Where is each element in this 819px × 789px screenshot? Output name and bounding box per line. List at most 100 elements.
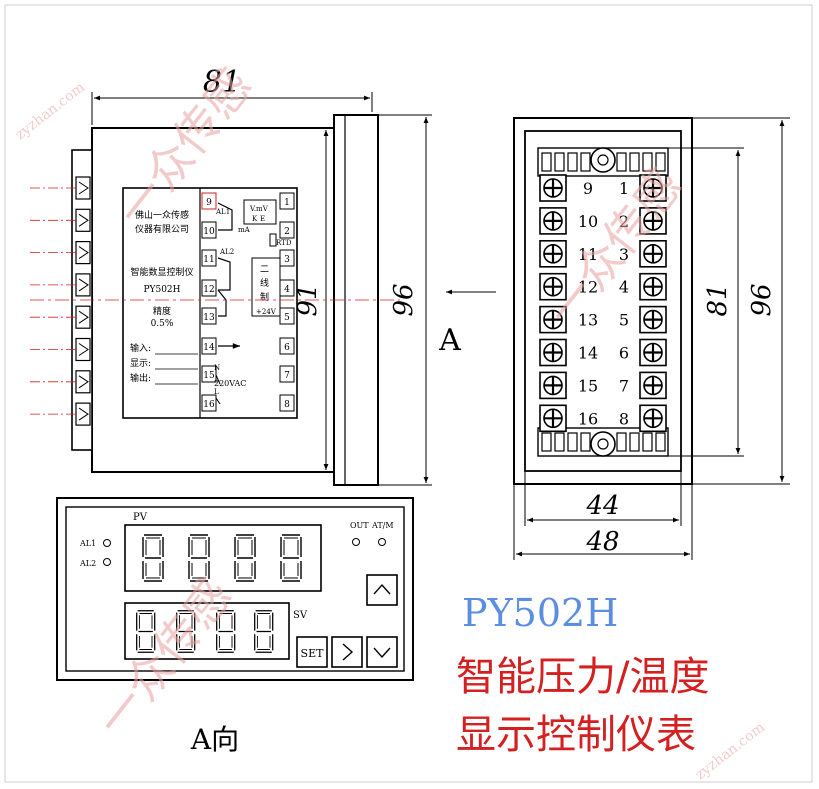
label-terminal-number: 12 bbox=[203, 285, 214, 295]
rtd-label: RTD bbox=[276, 239, 292, 247]
rear-width-dim-inner: 44 bbox=[585, 491, 619, 521]
title-line-1: 智能压力/温度 bbox=[456, 654, 709, 700]
al1-led bbox=[103, 539, 111, 547]
up-button[interactable] bbox=[366, 574, 398, 606]
front-view-caption: A向 bbox=[190, 723, 239, 756]
set-button-label: SET bbox=[301, 647, 325, 660]
rear-terminal-screw bbox=[538, 239, 568, 268]
view-arrow-label: A bbox=[438, 323, 461, 358]
label-terminal-box bbox=[279, 394, 295, 412]
chevron-up-icon bbox=[373, 583, 391, 595]
rear-terminal-number: 8 bbox=[619, 409, 629, 428]
label-terminal-number: 9 bbox=[206, 198, 212, 208]
label-terminal-number: 1 bbox=[284, 198, 290, 208]
rear-height-dim-inner: 81 bbox=[703, 283, 733, 316]
rear-terminal-number: 7 bbox=[619, 376, 629, 395]
rear-terminal-number: 11 bbox=[578, 245, 598, 264]
rear-terminal-number: 16 bbox=[578, 409, 598, 428]
rear-terminal-screw bbox=[538, 206, 568, 235]
label-terminal-box bbox=[279, 365, 295, 383]
label-terminal-number: 15 bbox=[203, 371, 215, 381]
rear-terminal-number: 14 bbox=[578, 344, 598, 363]
supply-l-label: L bbox=[214, 388, 219, 396]
atm-led bbox=[378, 538, 386, 546]
al2-indicator-label: AL2 bbox=[79, 559, 96, 568]
label-terminal-number: 16 bbox=[203, 400, 215, 410]
label-terminal-number: 14 bbox=[203, 343, 215, 353]
rear-terminal-number: 12 bbox=[578, 278, 598, 297]
side-width-dim: 81 bbox=[203, 65, 241, 100]
rear-terminal-screw bbox=[638, 272, 668, 301]
al2-wire-label: AL2 bbox=[219, 248, 234, 256]
label-terminal-box bbox=[201, 249, 217, 267]
al1-indicator-label: AL1 bbox=[79, 539, 96, 548]
supply-voltage-label: 220VAC bbox=[214, 379, 246, 388]
al2-led bbox=[103, 558, 111, 566]
label-terminal-number: 10 bbox=[203, 227, 215, 237]
down-button[interactable] bbox=[366, 636, 398, 668]
rear-terminal-number: 3 bbox=[619, 245, 629, 264]
watermark-url-1: zyzhan.com bbox=[13, 79, 88, 143]
rear-terminal-number: 4 bbox=[619, 278, 629, 297]
label-accuracy: 精度 bbox=[153, 305, 171, 317]
label-terminal-number: 5 bbox=[284, 313, 290, 323]
rear-terminal-screw bbox=[538, 338, 568, 367]
vmv-label: V.mV bbox=[249, 205, 269, 213]
supply-n-label: N bbox=[214, 364, 220, 372]
label-terminal-box bbox=[279, 221, 295, 239]
rear-terminal-number: 9 bbox=[583, 179, 593, 198]
rear-terminal-number: 1 bbox=[619, 179, 629, 198]
rear-terminal-number: 13 bbox=[578, 311, 598, 330]
out-indicator-label: OUT bbox=[350, 521, 369, 530]
ma-label: mA bbox=[238, 226, 251, 234]
pv-label: PV bbox=[133, 512, 148, 523]
set-button[interactable]: SET bbox=[296, 636, 328, 668]
rear-terminal-number: 2 bbox=[619, 212, 629, 231]
label-terminal-box bbox=[201, 365, 217, 383]
rear-terminal-screw bbox=[538, 371, 568, 400]
label-terminal-box bbox=[201, 192, 217, 210]
label-model-cn: 智能数显控制仪 bbox=[130, 266, 193, 278]
rear-terminal-screw bbox=[638, 305, 668, 334]
thermo-e-label: E bbox=[260, 215, 265, 223]
rear-terminal-screw bbox=[538, 404, 568, 433]
label-terminal-number: 3 bbox=[284, 255, 290, 265]
title-model: PY502H bbox=[462, 591, 618, 635]
chevron-right-icon bbox=[342, 643, 354, 661]
watermark-url-2: zyzhan.com bbox=[693, 719, 768, 783]
label-terminal-number: 4 bbox=[284, 285, 290, 295]
title-line-2: 显示控制仪表 bbox=[456, 712, 696, 758]
rear-terminal-number: 6 bbox=[619, 344, 629, 363]
label-terminal-number: 2 bbox=[284, 227, 290, 237]
rear-terminal-screw bbox=[538, 173, 568, 203]
thermo-k-label: K bbox=[252, 215, 258, 223]
label-model: PY502H bbox=[143, 285, 180, 295]
out-led bbox=[352, 538, 360, 546]
rear-width-dim-outer: 48 bbox=[585, 527, 619, 557]
al1-wire-label: AL1 bbox=[215, 208, 230, 216]
label-terminal-number: 7 bbox=[284, 371, 290, 381]
label-company-1: 佛山一众传感 bbox=[135, 209, 189, 221]
rear-terminal-screw bbox=[638, 404, 668, 433]
front-view: PV SV AL1 AL2 OUT AT/M SET bbox=[56, 497, 414, 681]
label-company-2: 仪器有限公司 bbox=[135, 223, 189, 235]
page-border bbox=[4, 4, 813, 783]
label-output: 输出: bbox=[130, 372, 151, 384]
label-accuracy-value: 0.5% bbox=[151, 319, 174, 329]
chevron-down-icon bbox=[373, 647, 391, 659]
two-wire-1: 二 bbox=[260, 265, 269, 275]
rear-height-dim-outer: 96 bbox=[747, 283, 777, 316]
right-button[interactable] bbox=[331, 636, 363, 668]
label-terminal-box bbox=[279, 192, 295, 210]
label-terminal-number: 11 bbox=[203, 255, 214, 265]
rear-terminal-number: 15 bbox=[578, 376, 598, 395]
label-terminal-box bbox=[201, 279, 217, 297]
label-display: 显示: bbox=[130, 358, 151, 369]
label-terminal-number: 13 bbox=[203, 313, 215, 323]
rear-terminal-number: 10 bbox=[578, 212, 598, 231]
two-wire-3: 制 bbox=[260, 291, 269, 303]
label-terminal-box bbox=[201, 394, 217, 412]
